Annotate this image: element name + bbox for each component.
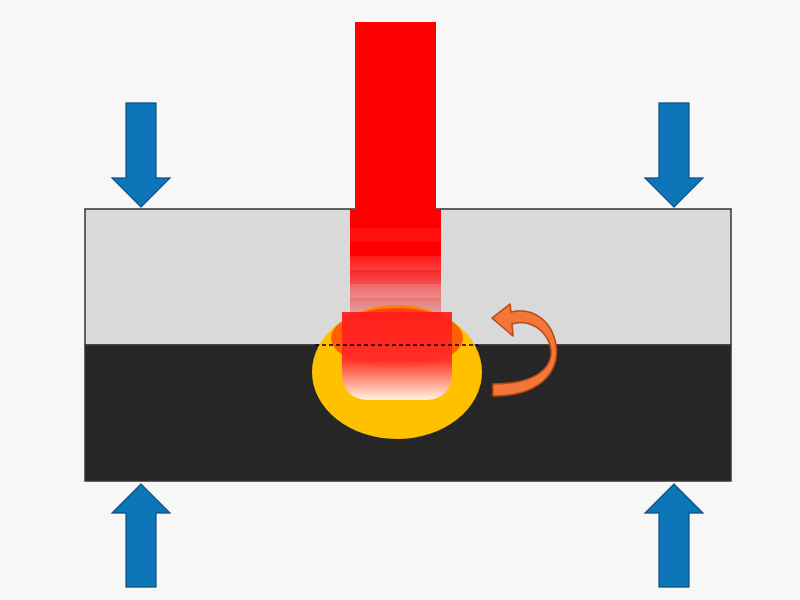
arrow-up-icon [110,483,172,588]
keyhole [342,312,452,400]
curved-flow-arrow-icon [491,303,558,397]
arrow-down-icon [110,102,172,208]
laser-beam [350,22,441,314]
arrow-up-icon [643,483,705,588]
arrow-down-icon [643,102,705,208]
